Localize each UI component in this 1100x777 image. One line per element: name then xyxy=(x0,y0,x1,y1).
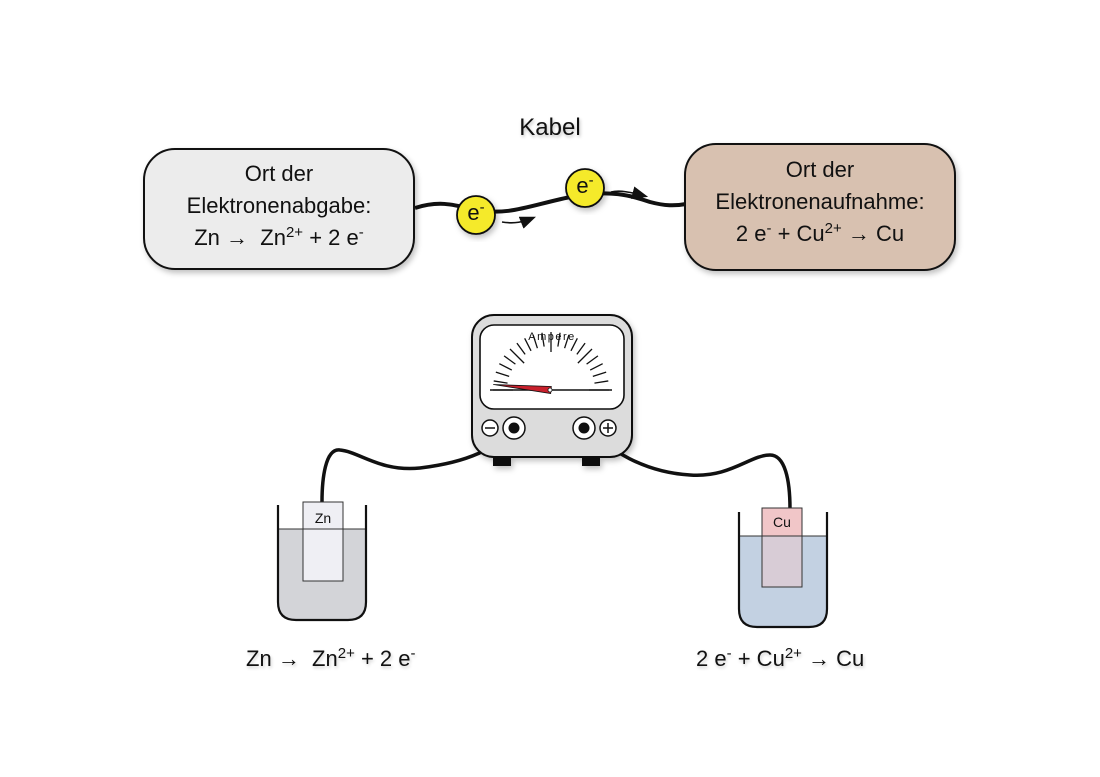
cable-top xyxy=(414,191,687,214)
eq-charge: 2+ xyxy=(824,220,842,237)
ammeter-scale-tick xyxy=(594,380,609,384)
reduction-box-line2: Elektronenaufnahme: xyxy=(715,189,925,214)
electron-label-2: e- xyxy=(571,173,599,199)
electron-arrow-1 xyxy=(501,216,536,229)
reaction-arrow: → xyxy=(226,225,249,250)
ammeter-label: Ampere xyxy=(528,331,576,343)
negative-terminal[interactable] xyxy=(481,416,526,440)
ammeter-scale-tick xyxy=(493,380,508,384)
ammeter-scale-tick xyxy=(589,363,603,371)
cable-label: Kabel xyxy=(519,114,581,141)
oxidation-box-line2: Elektronenabgabe: xyxy=(186,193,372,218)
eq-term: Zn xyxy=(194,225,220,250)
ammeter-scale-tick xyxy=(532,334,539,349)
ammeter-scale-tick xyxy=(563,334,570,349)
zn-beaker-glass xyxy=(276,505,368,622)
reduction-equation: 2 e- + Cu2+ → Cu xyxy=(686,218,954,250)
electron-charge: - xyxy=(479,199,485,216)
cu-beaker-glass xyxy=(737,512,829,629)
anode-equation: Zn → Zn2+ + 2 e- xyxy=(246,646,416,672)
oxidation-site-box: Ort der Elektronenabgabe: Zn → Zn2+ + 2 … xyxy=(143,148,415,270)
eq-term: Zn xyxy=(246,646,272,671)
eq-term: Zn xyxy=(312,646,338,671)
eq-term: + 2 e xyxy=(309,225,359,250)
ammeter-scale-tick xyxy=(509,348,525,364)
ammeter-scale-tick xyxy=(557,332,561,347)
ammeter-scale-tick xyxy=(586,355,599,365)
ammeter-scale-tick xyxy=(516,342,526,355)
eq-term: + 2 e xyxy=(360,646,411,671)
reaction-arrow: → xyxy=(847,221,870,246)
cathode-equation: 2 e- + Cu2+ → Cu xyxy=(696,646,864,672)
ammeter-scale-tick xyxy=(541,332,545,347)
positive-terminal[interactable] xyxy=(572,416,617,440)
eq-charge: - xyxy=(410,645,416,662)
eq-term: 2 e xyxy=(696,646,727,671)
zn-electrode xyxy=(302,501,344,582)
cu-beaker xyxy=(737,507,829,629)
electron-symbol: e xyxy=(467,200,480,225)
ammeter-scale-tick xyxy=(495,371,510,378)
eq-term: 2 e xyxy=(735,221,767,246)
eq-charge: - xyxy=(766,220,772,237)
ammeter-scale-tick xyxy=(592,371,607,378)
zn-electrode-label: Zn xyxy=(314,510,332,526)
eq-charge: - xyxy=(726,645,732,662)
oxidation-box-line1: Ort der xyxy=(244,161,314,186)
eq-term: + Cu xyxy=(777,221,825,246)
eq-term: + Cu xyxy=(737,646,785,671)
zn-beaker xyxy=(276,501,368,622)
reduction-site-box: Ort der Elektronenaufnahme: 2 e- + Cu2+ … xyxy=(684,143,956,271)
ammeter-scale-tick xyxy=(576,342,586,355)
ammeter-scale-tick xyxy=(499,363,513,371)
cu-electrode-label: Cu xyxy=(773,514,791,530)
eq-term: Cu xyxy=(876,221,905,246)
ammeter-scale-tick xyxy=(524,338,532,352)
ammeter-scale-tick xyxy=(570,338,578,352)
oxidation-equation: Zn → Zn2+ + 2 e- xyxy=(145,222,413,254)
ammeter-scale-tick xyxy=(577,348,593,364)
electron-arrow-2 xyxy=(610,186,649,199)
electron-charge: - xyxy=(588,172,594,189)
electron-2 xyxy=(565,168,605,208)
eq-charge: - xyxy=(358,224,364,241)
reaction-arrow: → xyxy=(808,646,831,671)
eq-charge: 2+ xyxy=(285,224,304,241)
ammeter-needle-pivot xyxy=(547,387,553,393)
cu-electrode xyxy=(761,507,803,537)
reaction-arrow: → xyxy=(277,646,300,671)
eq-term: Cu xyxy=(836,646,865,671)
electron-label-1: e- xyxy=(462,200,490,226)
reduction-box-line1: Ort der xyxy=(785,157,855,182)
eq-term: Zn xyxy=(260,225,286,250)
eq-charge: 2+ xyxy=(784,645,802,662)
electron-symbol: e xyxy=(576,173,589,198)
ammeter-scale-tick xyxy=(503,355,516,365)
electron-1 xyxy=(456,195,496,235)
eq-charge: 2+ xyxy=(337,645,355,662)
